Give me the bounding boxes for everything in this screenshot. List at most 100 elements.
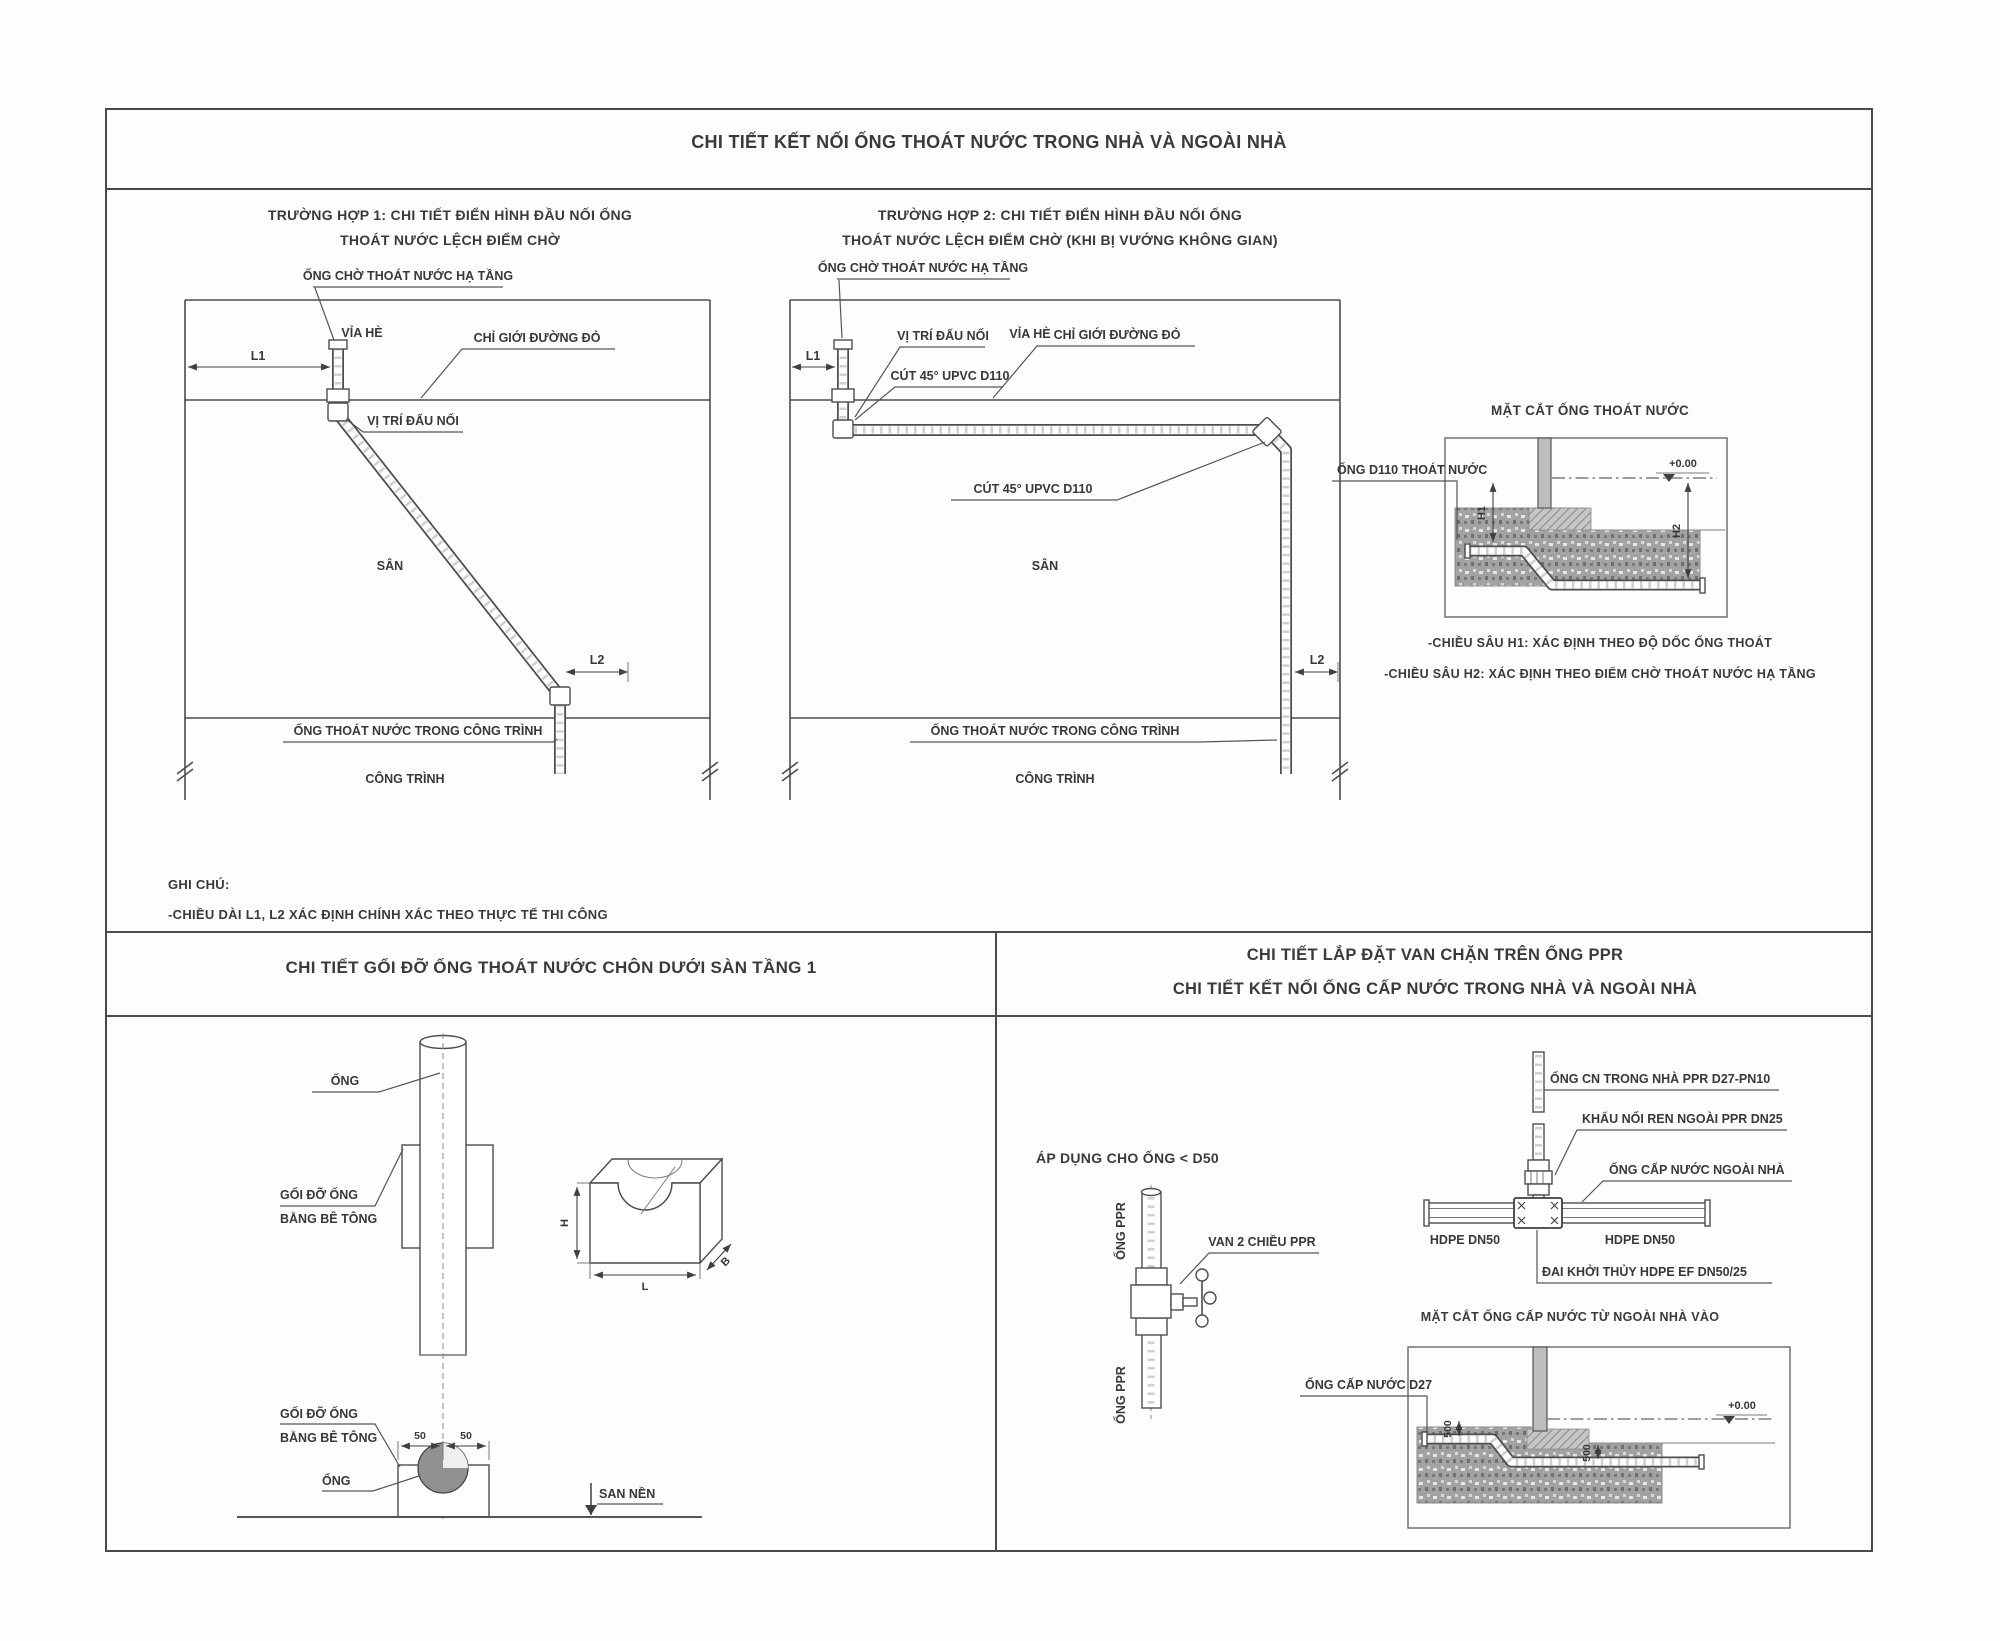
- dim-500-left: 500: [1442, 1420, 1463, 1438]
- pipe-cap: [328, 339, 348, 350]
- case2-l1-label: L1: [806, 349, 821, 363]
- elbow-fitting: [832, 419, 854, 439]
- general-notes-line1: -CHIỀU DÀI L1, L2 XÁC ĐỊNH CHÍNH XÁC THE…: [168, 907, 608, 922]
- case2-pipe-wait-label: ỐNG CHỜ THOÁT NƯỚC HẠ TẦNG: [818, 260, 1028, 275]
- case1-dim-l2: L2: [566, 653, 629, 682]
- level-triangle-icon: [585, 1505, 597, 1515]
- valve-handle: [1195, 1268, 1217, 1328]
- pipe-collar: [326, 388, 350, 403]
- case1-dim-l1: L1: [188, 349, 330, 371]
- supply-panel-title-line2: CHI TIẾT KẾT NỐI ỐNG CẤP NƯỚC TRONG NHÀ …: [1172, 980, 1698, 998]
- supply-cross-section: 500 500 +0.00 ỐNG CẤP NƯỚC D27: [1300, 1346, 1791, 1529]
- case1-header: TRƯỜNG HỢP 1: CHI TIẾT ĐIỂN HÌNH ĐẦU NỐI…: [190, 203, 710, 253]
- dim-50-right: 50: [460, 1430, 472, 1442]
- dim-500b-label: 500: [1581, 1444, 1593, 1462]
- drain-section-title-text: MẶT CẮT ỐNG THOÁT NƯỚC: [1490, 403, 1690, 418]
- supply-section-title: MẶT CẮT ỐNG CẤP NƯỚC TỪ NGOÀI NHÀ VÀO: [1340, 1310, 1800, 1324]
- hdpe-main-pipe: [1426, 1202, 1708, 1224]
- case2-red-line-callout: CHỈ GIỚI ĐƯỜNG ĐỎ: [992, 327, 1195, 399]
- level-value: +0.00: [1728, 1400, 1756, 1412]
- hdpe-tee-assembly: ỐNG CN TRONG NHÀ PPR D27-PN10 KHẨU NỐI R…: [1423, 1051, 1792, 1284]
- apply-note: ÁP DỤNG CHO ỐNG < D50: [1036, 1150, 1219, 1166]
- supply-detail-drawing: ỐNG PPR ỐNG PPR VAN 2 CHIỀU PPR: [1113, 1051, 1792, 1529]
- drain-note-h2: -CHIỀU SÂU H2: XÁC ĐỊNH THEO ĐIỂM CHỜ TH…: [1384, 667, 1816, 681]
- case1-pipe-wait-callout: ỐNG CHỜ THOÁT NƯỚC HẠ TẦNG: [303, 268, 513, 341]
- case1-diagram: L1 VỈA HÈ CHỈ GIỚI ĐƯỜNG ĐỎ ỐNG CHỜ THOÁ…: [176, 268, 719, 800]
- pipe-label-top: ỐNG: [331, 1073, 359, 1088]
- case1-l1-label: L1: [251, 349, 266, 363]
- level-value: +0.00: [1669, 458, 1697, 470]
- case2-elbow45-callout-2: CÚT 45° UPVC D110: [951, 441, 1266, 501]
- case2-header-line2: THOÁT NƯỚC LỆCH ĐIỂM CHỜ (KHI BỊ VƯỚNG K…: [842, 232, 1278, 248]
- h2-label: H2: [1671, 524, 1683, 538]
- support-callout-bottom: GỐI ĐỠ ỐNG BẰNG BÊ TÔNG: [280, 1406, 401, 1468]
- ground-label: SAN NỀN: [599, 1486, 655, 1501]
- valve-label: VAN 2 CHIỀU PPR: [1208, 1234, 1315, 1249]
- case2-elbow45-callout-1: CÚT 45° UPVC D110: [854, 368, 1010, 421]
- sheet-border: [105, 108, 1873, 1552]
- pipe-callout-bottom: ỐNG: [322, 1473, 420, 1492]
- saddle-callout: ĐAI KHỞI THỦY HDPE EF DN50/25: [1536, 1230, 1772, 1284]
- case2-header: TRƯỜNG HỢP 2: CHI TIẾT ĐIỂN HÌNH ĐẦU NỐI…: [755, 203, 1365, 253]
- section-divider-bottom: [105, 1015, 1873, 1017]
- support-panel-title: CHI TIẾT GỐI ĐỠ ỐNG THOÁT NƯỚC CHÔN DƯỚI…: [107, 958, 995, 978]
- case2-elbow45-label-1: CÚT 45° UPVC D110: [891, 368, 1010, 383]
- support-panel-title-text: CHI TIẾT GỐI ĐỠ ỐNG THOÁT NƯỚC CHÔN DƯỚI…: [285, 958, 817, 977]
- l-label: L: [642, 1281, 649, 1293]
- case1-indoor-pipe-callout: ỐNG THOÁT NƯỚC TRONG CÔNG TRÌNH: [283, 723, 558, 743]
- elbow-fitting: [327, 402, 349, 422]
- case1-sidewalk-label: VỈA HÈ: [341, 325, 382, 340]
- valve-stem: [1182, 1297, 1198, 1307]
- ground-level-marker: SAN NỀN: [585, 1483, 663, 1515]
- pipe-callout-top: ỐNG: [312, 1072, 441, 1093]
- dims-50: 50 50: [397, 1430, 490, 1460]
- case1-break-marks: [176, 761, 719, 782]
- case1-red-line-callout: CHỈ GIỚI ĐƯỜNG ĐỎ: [420, 330, 615, 399]
- case1-drain-pipe: [326, 339, 571, 774]
- case2-pipe-wait-callout: ỐNG CHỜ THOÁT NƯỚC HẠ TẦNG: [818, 260, 1028, 339]
- case2-connection-label: VỊ TRÍ ĐẤU NỐI: [897, 328, 989, 343]
- footing-hatch: [1526, 1428, 1590, 1450]
- dim-l: L: [589, 1263, 701, 1293]
- ppr-label-bottom: ỐNG PPR: [1113, 1366, 1128, 1424]
- dim-h: H: [559, 1182, 590, 1264]
- supply-section-title-text: MẶT CẮT ỐNG CẤP NƯỚC TỪ NGOÀI NHÀ VÀO: [1420, 1310, 1720, 1324]
- indoor-pipe-callout: ỐNG CN TRONG NHÀ PPR D27-PN10: [1544, 1071, 1779, 1091]
- valve-body: [1130, 1284, 1172, 1319]
- case1-pipe-wait-label: ỐNG CHỜ THOÁT NƯỚC HẠ TẦNG: [303, 268, 513, 283]
- top-section-drawing: L1 VỈA HÈ CHỈ GIỚI ĐƯỜNG ĐỎ ỐNG CHỜ THOÁ…: [176, 260, 1728, 800]
- supply-pipe-run: [1421, 1431, 1705, 1470]
- ppr-valve-assembly: ỐNG PPR ỐNG PPR VAN 2 CHIỀU PPR: [1113, 1185, 1319, 1424]
- support-detail-drawing: ỐNG GỐI ĐỠ ỐNG BẰNG BÊ TÔNG H: [237, 1033, 733, 1520]
- adapter-label: KHẨU NỐI REN NGOÀI PPR DN25: [1582, 1111, 1783, 1126]
- support-label2-line2: BẰNG BÊ TÔNG: [280, 1430, 377, 1445]
- supply-pipe-callout: ỐNG CẤP NƯỚC D27: [1300, 1377, 1432, 1437]
- case2-red-line-label: CHỈ GIỚI ĐƯỜNG ĐỎ: [1054, 327, 1181, 342]
- case2-indoor-pipe-callout: ỐNG THOÁT NƯỚC TRONG CÔNG TRÌNH: [910, 723, 1278, 743]
- case2-dim-l2: L2: [1295, 653, 1339, 682]
- drain-pipe-callout: ỐNG D110 THOÁT NƯỚC: [1332, 462, 1487, 540]
- wall: [1532, 1346, 1548, 1432]
- support-callout-top: GỐI ĐỠ ỐNG BẰNG BÊ TÔNG: [280, 1148, 404, 1226]
- apply-note-text: ÁP DỤNG CHO ỐNG < D50: [1036, 1150, 1220, 1166]
- case1-header-line1: TRƯỜNG HỢP 1: CHI TIẾT ĐIỂN HÌNH ĐẦU NỐI…: [267, 207, 633, 223]
- section-divider-top: [105, 931, 1873, 933]
- support-label-line2: BẰNG BÊ TÔNG: [280, 1211, 377, 1226]
- drain-section-notes: -CHIỀU SÂU H1: XÁC ĐỊNH THEO ĐỘ DỐC ỐNG …: [1340, 628, 1860, 690]
- coupler-bottom: [1135, 1317, 1168, 1336]
- level-marker: +0.00: [1656, 458, 1709, 482]
- general-notes: GHI CHÚ: -CHIỀU DÀI L1, L2 XÁC ĐỊNH CHÍN…: [168, 870, 608, 930]
- page-title-text: CHI TIẾT KẾT NỐI ỐNG THOÁT NƯỚC TRONG NH…: [691, 132, 1287, 152]
- pipe-collar: [831, 388, 855, 403]
- drain-cross-section: H1 H2 +0.00 ỐNG D110 THOÁT NƯỚC: [1332, 437, 1728, 618]
- case2-indoor-pipe-label: ỐNG THOÁT NƯỚC TRONG CÔNG TRÌNH: [931, 723, 1180, 738]
- drain-section-title: MẶT CẮT ỐNG THOÁT NƯỚC: [1435, 403, 1745, 418]
- case1-building-label: CÔNG TRÌNH: [365, 771, 444, 786]
- threaded-adapter: [1524, 1159, 1553, 1202]
- drain-pipe-label: ỐNG D110 THOÁT NƯỚC: [1337, 462, 1487, 477]
- case2-header-line1: TRƯỜNG HỢP 2: CHI TIẾT ĐIỂN HÌNH ĐẦU NỐI…: [877, 207, 1243, 223]
- supply-panel-title-line1: CHI TIẾT LẮP ĐẶT VAN CHẶN TRÊN ỐNG PPR: [1246, 946, 1624, 964]
- coupler-top: [1135, 1267, 1168, 1286]
- pipe-label-bottom: ỐNG: [322, 1473, 350, 1488]
